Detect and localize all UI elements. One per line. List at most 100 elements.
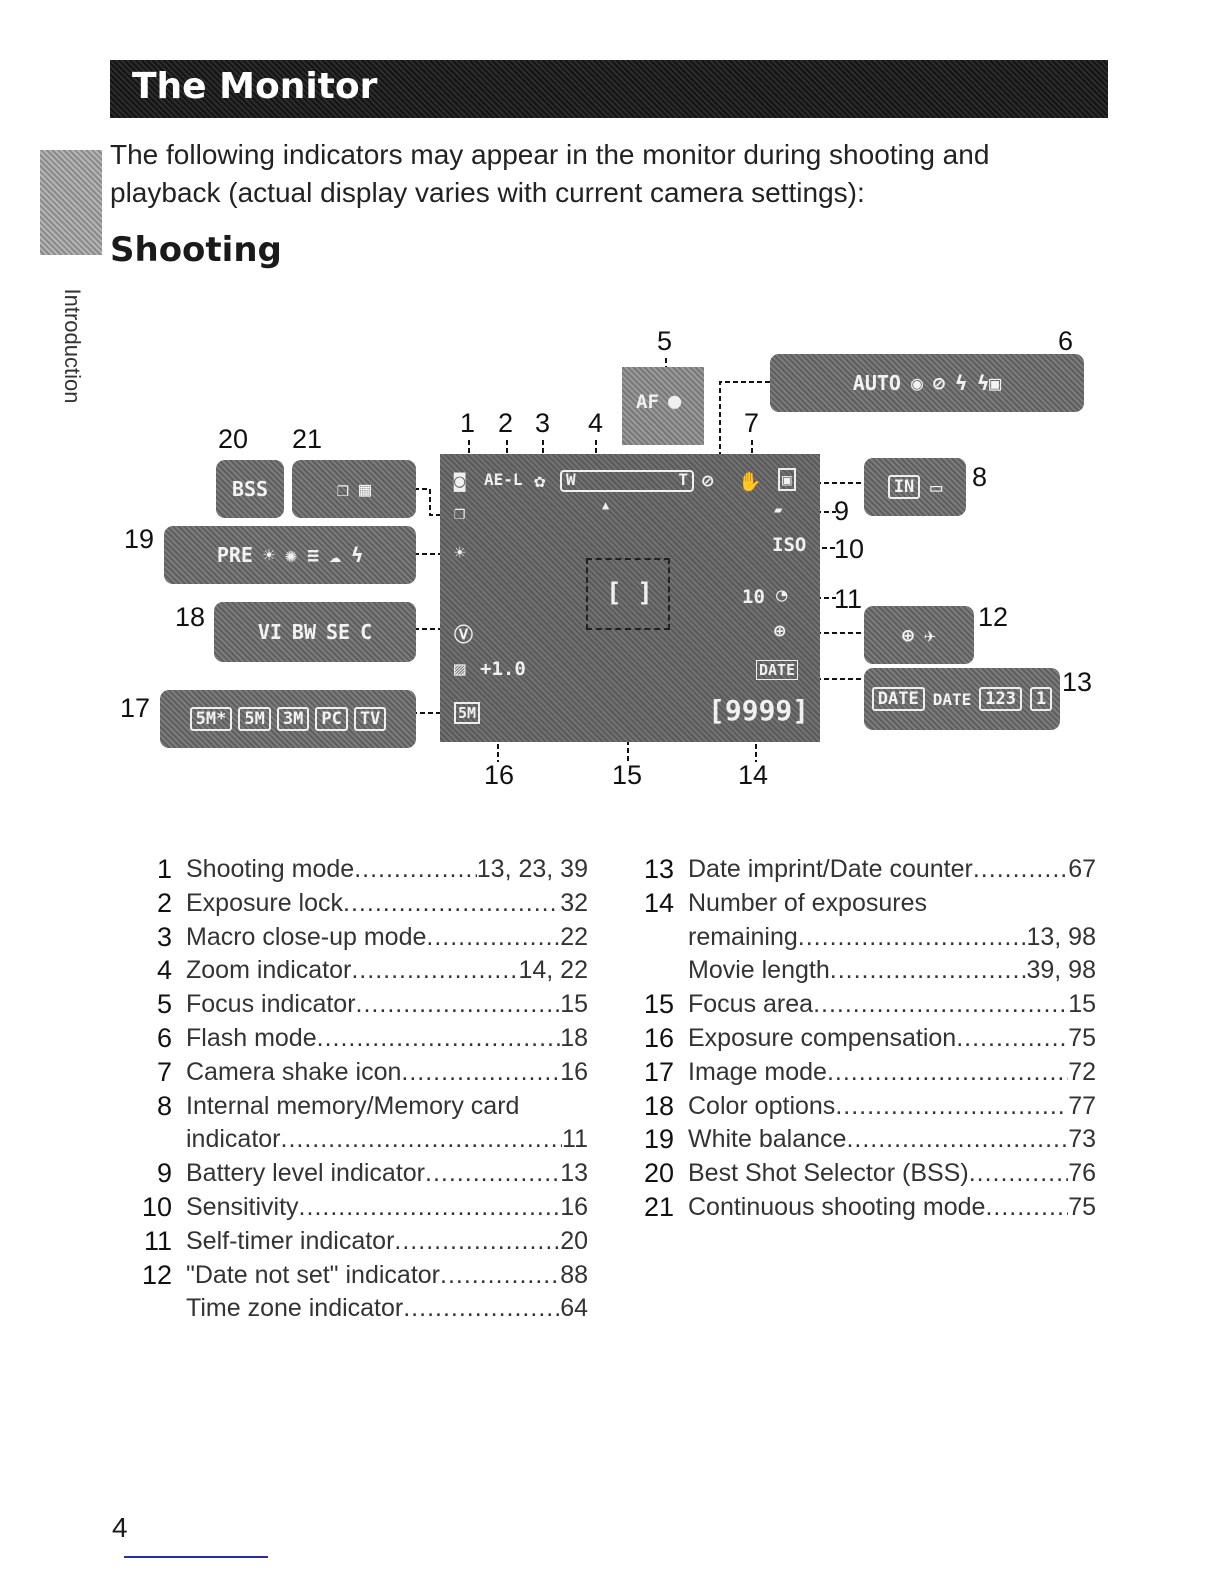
exposure-lock-icon: AE-L: [484, 470, 523, 489]
flash-on-icon: ϟ: [955, 371, 968, 395]
bss-icon: BSS: [231, 477, 269, 501]
travel-icon: ✈: [924, 623, 937, 647]
leader-dots: [813, 987, 1068, 1021]
intro-text: The following indicators may appear in t…: [110, 139, 990, 208]
legend-label: Best Shot Selector (BSS): [688, 1159, 969, 1188]
page-title: The Monitor: [132, 66, 378, 107]
legend-label: Camera shake icon: [186, 1057, 402, 1086]
focus-indicator-box: AF ●: [622, 367, 704, 445]
legend-entry: Shooting mode13, 23, 39: [186, 852, 588, 886]
image-mode-3m-icon: 3M: [276, 707, 310, 731]
flash-mode-panel: AUTO ◉ ⊘ ϟ ϟ▣: [770, 354, 1084, 412]
legend-number: 14: [643, 887, 674, 918]
legend-entry: Movie length 39, 98: [688, 953, 1096, 987]
leader-dots: [401, 1055, 560, 1089]
self-timer-value: 10: [742, 586, 765, 608]
legend-entry: Sensitivity16: [186, 1190, 588, 1224]
legend-entry: Battery level indicator13: [186, 1156, 588, 1190]
callout-16: 16: [484, 760, 515, 790]
color-screen-icon: Ⓥ: [454, 624, 474, 646]
legend-number: 15: [643, 989, 674, 1020]
memory-card-icon: ▭: [930, 475, 943, 499]
image-mode-screen-icon: 5M: [454, 702, 481, 724]
leader-dots: [830, 953, 1027, 987]
legend-page: 15: [1068, 990, 1096, 1019]
section-heading: Shooting: [110, 230, 282, 270]
legend-label: Exposure compensation: [688, 1024, 957, 1052]
leader-dots: [426, 920, 560, 954]
leader-dots: [354, 852, 477, 886]
legend-number: 2: [156, 887, 172, 918]
legend-number: 21: [643, 1192, 674, 1222]
af-label: AF: [636, 391, 659, 413]
legend-page: 76: [1068, 1159, 1096, 1188]
side-tab: [40, 150, 102, 255]
leader-dots: [299, 1190, 561, 1224]
fluorescent-icon: ≡: [307, 543, 320, 567]
legend-number: 9: [156, 1158, 172, 1189]
leader-dots: [985, 1190, 1068, 1224]
zoom-wide-label: W: [566, 470, 576, 489]
legend-number: 6: [156, 1023, 172, 1053]
legend-label: Focus area: [688, 990, 814, 1019]
legend-page: 18: [560, 1024, 588, 1052]
flash-off-icon: ⊘: [933, 371, 946, 395]
white-balance-panel: PRE ☀ ✺ ≡ ☁ ϟ: [164, 526, 416, 584]
iso-icon: ISO: [772, 534, 807, 556]
camera-icon: ◙: [454, 470, 466, 492]
legend-number: 12: [141, 1259, 172, 1290]
legend-label: "Date not set" indicator: [186, 1260, 440, 1289]
legend-page: 13, 23, 39: [476, 855, 588, 883]
legend-label: Number of exposures: [688, 888, 928, 917]
legend-label: Battery level indicator: [186, 1159, 426, 1188]
callout-9: 9: [834, 496, 850, 526]
legend-number: 17: [643, 1056, 674, 1087]
legend-page: 16: [560, 1193, 588, 1221]
color-sepia-icon: SE: [326, 620, 351, 644]
date-screen-icon: DATE: [756, 660, 799, 680]
callout-2: 2: [498, 408, 514, 438]
legend-page: 13, 98: [1026, 922, 1096, 951]
legend-page: 39, 98: [1026, 956, 1096, 985]
leader-dots: [356, 987, 561, 1021]
incandescent-icon: ✺: [284, 543, 298, 567]
leader-dots: [956, 1021, 1068, 1055]
legend-number: [118, 1291, 186, 1325]
legend-row: Time zone indicator64: [118, 1291, 588, 1325]
legend-page: 15: [560, 990, 588, 1019]
focus-brackets: [ ]: [606, 578, 653, 608]
flash-wb-icon: ϟ: [351, 543, 364, 567]
battery-icon: ▰: [774, 502, 783, 518]
image-mode-5m-icon: 5M: [238, 707, 271, 731]
legend-label: Color options: [688, 1091, 836, 1120]
legend-label: Self-timer indicator: [186, 1226, 395, 1255]
legend-label: White balance: [688, 1125, 847, 1154]
leader-dots: [343, 886, 560, 920]
legend-number: 8: [156, 1090, 172, 1121]
legend-label: Zoom indicator: [186, 956, 352, 985]
continuous-screen-icon: ❐: [454, 502, 466, 524]
date-counter-icon: DATE: [932, 689, 972, 709]
legend-entry: White balance73: [688, 1122, 1096, 1156]
internal-memory-icon: IN: [887, 475, 921, 499]
legend-number: 11: [143, 1225, 172, 1256]
image-mode-tv-icon: TV: [353, 707, 387, 731]
leader-dots: [827, 1055, 1068, 1089]
color-options-panel: VI BW SE C: [214, 602, 416, 662]
legend-number: 16: [643, 1023, 674, 1053]
legend-entry: Image mode72: [688, 1055, 1096, 1089]
legend-entry: Macro close-up mode22: [186, 920, 588, 954]
callout-18: 18: [175, 602, 206, 632]
leader-dots: [317, 1021, 561, 1055]
legend-page: 88: [560, 1260, 588, 1289]
wb-screen-icon: ☀: [454, 542, 466, 564]
legend-label: Movie length: [688, 956, 830, 985]
